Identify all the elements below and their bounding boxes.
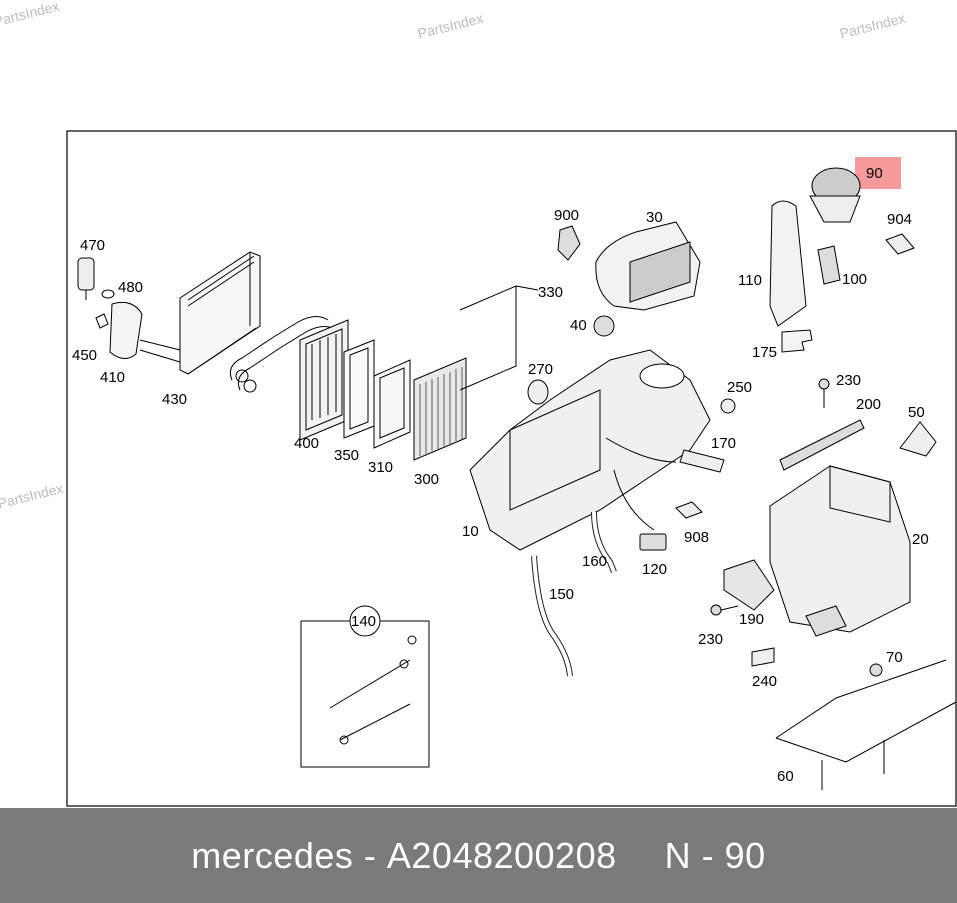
callout-20: 20 <box>912 531 929 548</box>
diagram-label-number: 90 <box>724 834 766 876</box>
callout-175: 175 <box>752 344 777 361</box>
diagram-svg: 470 480 450 410 430 400 350 310 300 900 … <box>66 130 957 807</box>
part-info-bar: mercedes - A2048200208 N - 90 <box>0 808 957 903</box>
callout-190: 190 <box>739 611 764 628</box>
separator: - <box>701 834 715 876</box>
parts-diagram: 470 480 450 410 430 400 350 310 300 900 … <box>66 130 957 807</box>
callout-230-bottom: 230 <box>698 631 723 648</box>
callout-40: 40 <box>570 317 587 334</box>
callout-140: 140 <box>351 613 376 630</box>
callout-240: 240 <box>752 673 777 690</box>
callout-900: 900 <box>554 207 579 224</box>
callout-70: 70 <box>886 649 903 666</box>
callout-480: 480 <box>118 279 143 296</box>
callout-450: 450 <box>72 347 97 364</box>
callout-350: 350 <box>334 447 359 464</box>
part-illustrations <box>77 167 957 790</box>
callout-110: 110 <box>738 272 762 289</box>
callout-circle-140 <box>349 605 381 637</box>
callout-904: 904 <box>887 211 912 228</box>
callout-90: 90 <box>866 165 883 182</box>
callout-10: 10 <box>462 523 479 540</box>
callout-410: 410 <box>100 369 125 386</box>
callout-270: 270 <box>528 361 553 378</box>
callout-170: 170 <box>711 435 736 452</box>
callout-470: 470 <box>80 237 105 254</box>
callout-300: 300 <box>414 471 439 488</box>
part-number: A2048200208 <box>386 834 617 876</box>
callout-200: 200 <box>856 396 881 413</box>
callout-labels: 470 480 450 410 430 400 350 310 300 900 … <box>72 165 929 785</box>
callout-250: 250 <box>727 379 752 396</box>
callout-230-top: 230 <box>836 372 861 389</box>
callout-120: 120 <box>642 561 667 578</box>
callout-160: 160 <box>582 553 607 570</box>
callout-400: 400 <box>294 435 319 452</box>
callout-310: 310 <box>368 459 393 476</box>
brand-name: mercedes <box>191 834 354 876</box>
callout-908: 908 <box>684 529 709 546</box>
diagram-border <box>66 130 957 807</box>
highlight-box <box>855 157 901 189</box>
separator: - <box>363 834 377 876</box>
callout-150: 150 <box>549 586 574 603</box>
callout-100: 100 <box>842 271 867 288</box>
callout-50: 50 <box>908 404 925 421</box>
callout-330: 330 <box>538 284 563 301</box>
callout-430: 430 <box>162 391 187 408</box>
callout-60: 60 <box>777 768 794 785</box>
callout-30: 30 <box>646 209 663 226</box>
diagram-label-prefix: N <box>664 834 692 876</box>
